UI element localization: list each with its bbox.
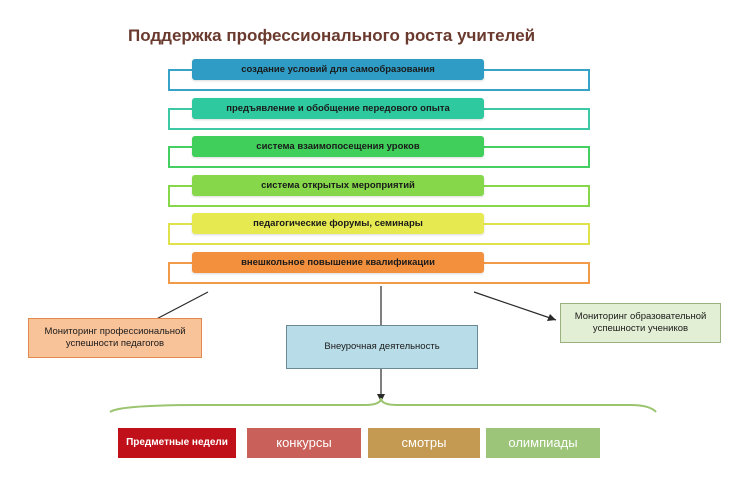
arrowhead-student-monitoring: [547, 314, 556, 321]
activities-brace: [109, 397, 657, 413]
step-pill: педагогические форумы, семинары: [192, 213, 484, 234]
activity-tag: смотры: [368, 428, 480, 458]
step-pill: система взаимопосещения уроков: [192, 136, 484, 157]
activity-tag: конкурсы: [247, 428, 361, 458]
activity-tag: Предметные недели: [118, 428, 236, 458]
step-pill: система открытых мероприятий: [192, 174, 484, 196]
connector-to-student-monitoring: [473, 291, 557, 321]
teacher-monitoring-box: Мониторинг профессиональной успешности п…: [28, 318, 202, 358]
extracurricular-box: Внеурочная деятельность: [286, 325, 478, 369]
step-pill: создание условий для самообразования: [192, 59, 484, 80]
step-pill: предъявление и обобщение передового опыт…: [192, 97, 484, 119]
diagram-title: Поддержка профессионального роста учител…: [128, 26, 536, 45]
step-pill: внешкольное повышение квалификации: [192, 251, 484, 273]
activity-tag: олимпиады: [486, 428, 600, 458]
student-monitoring-box: Мониторинг образовательной успешности уч…: [560, 303, 721, 343]
